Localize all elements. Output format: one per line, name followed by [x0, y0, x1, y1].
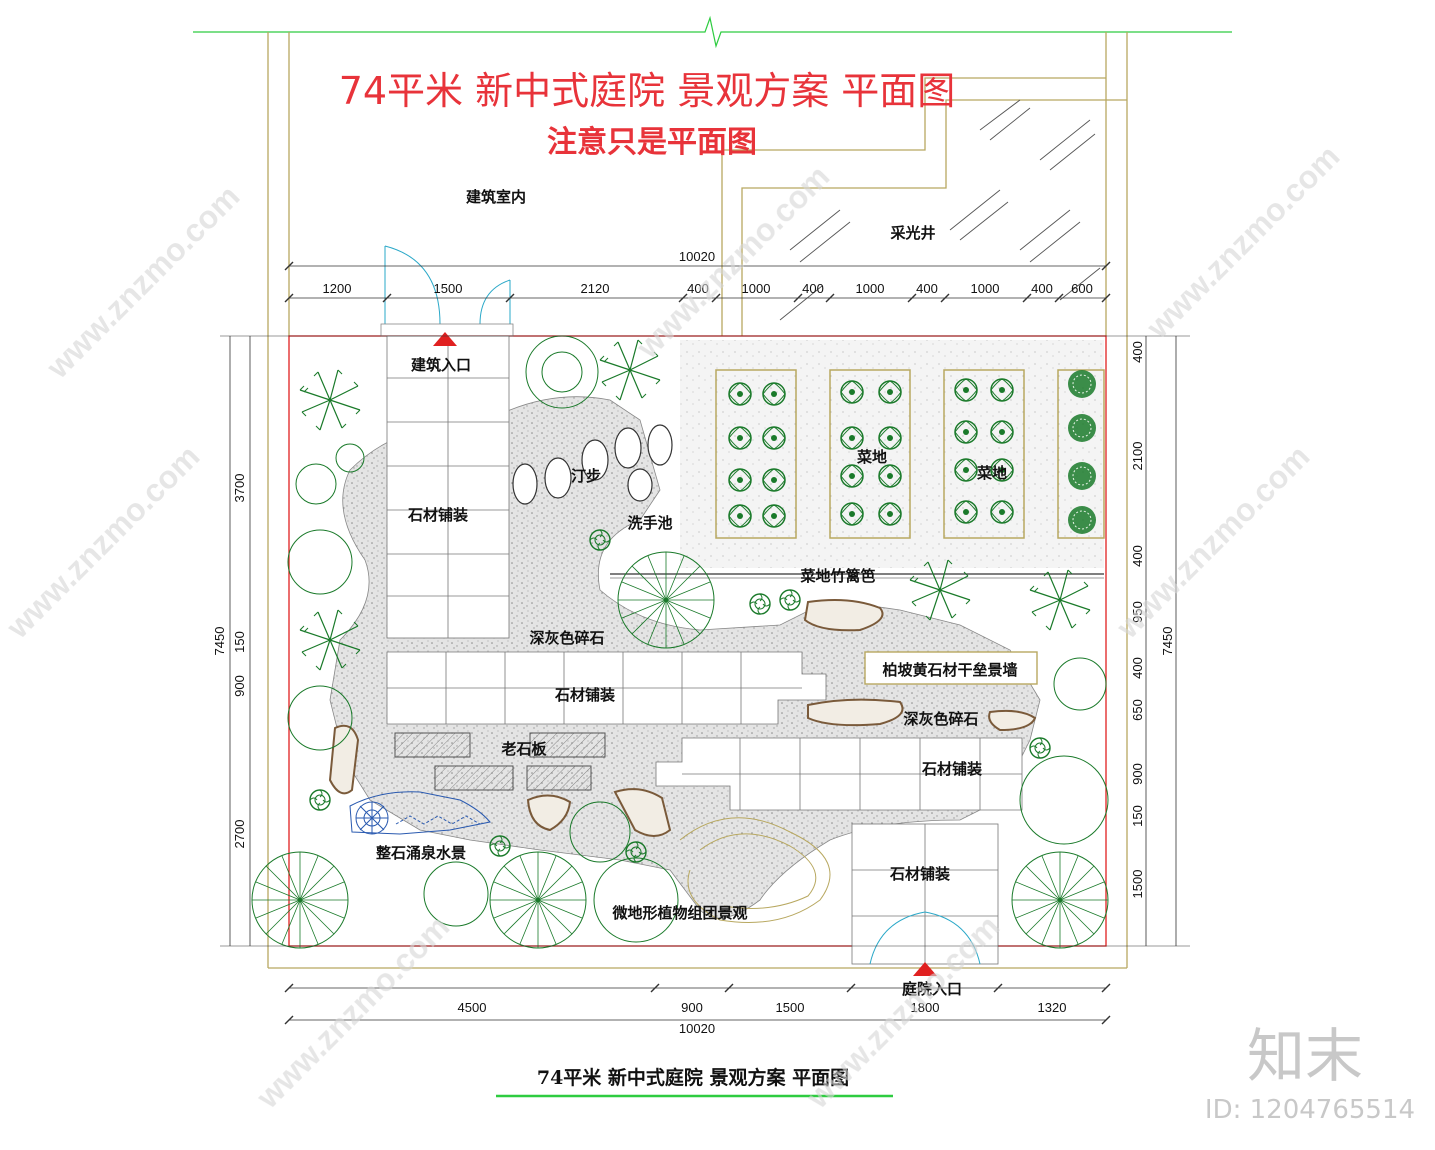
dim-bottom-segment: 1800 — [911, 1000, 940, 1015]
vegetable-area — [680, 340, 1104, 568]
label-dark-gravel-1: 深灰色碎石 — [529, 629, 604, 647]
label-fountain: 整石涌泉水景 — [376, 844, 466, 862]
dim-right-segment: 400 — [1130, 657, 1145, 679]
dim-bottom-segment: 4500 — [458, 1000, 487, 1015]
building-entrance-marker — [433, 332, 457, 346]
stone-paving-3 — [655, 737, 1023, 811]
dim-right-segment: 1500 — [1130, 870, 1145, 899]
dim-right-segment: 400 — [1130, 545, 1145, 567]
plants — [251, 335, 1109, 949]
stone-wall — [864, 651, 1038, 685]
stone-paving-2 — [386, 651, 827, 725]
stone-paving-4 — [851, 823, 999, 965]
watermark-text: www.znzmo.com — [39, 178, 247, 386]
fountain — [349, 791, 491, 835]
top-break-line — [193, 15, 1232, 49]
stone-paving-1 — [386, 335, 510, 639]
dim-top-segment: 1200 — [323, 281, 352, 296]
dim-right-total: 7450 — [1160, 627, 1175, 656]
label-stone-paving-1: 石材铺装 — [407, 506, 469, 524]
dim-right-segment: 400 — [1130, 341, 1145, 363]
dim-left-segment: 2700 — [232, 820, 247, 849]
dim-left-segment: 900 — [232, 675, 247, 697]
dim-bottom-segment: 1500 — [776, 1000, 805, 1015]
watermark-text: www.znzmo.com — [0, 438, 206, 646]
old-stone-slabs — [394, 732, 606, 791]
bottom-title: 74平米 新中式庭院 景观方案 平面图 — [537, 1066, 849, 1089]
label-stone-wall: 柏坡黄石材干垒景墙 — [882, 661, 1017, 679]
label-dark-gravel-2: 深灰色碎石 — [903, 710, 978, 728]
dim-left-segment: 150 — [232, 631, 247, 653]
garden-entrance-marker — [913, 962, 937, 976]
brand-logo: 知末 — [1247, 1022, 1363, 1090]
dim-top-segment: 600 — [1071, 281, 1093, 296]
dim-top-segment: 1000 — [856, 281, 885, 296]
lightwell-hatch — [779, 99, 1101, 321]
dim-top-segment: 400 — [916, 281, 938, 296]
watermark-text: www.znzmo.com — [629, 158, 837, 366]
dim-right-segment: 950 — [1130, 601, 1145, 623]
page-subtitle: 注意只是平面图 — [547, 125, 757, 160]
watermark-text: www.znzmo.com — [1139, 138, 1347, 346]
dim-top-segment: 1000 — [971, 281, 1000, 296]
label-micro-terrain: 微地形植物组团景观 — [611, 904, 747, 922]
dim-bottom-segment: 900 — [681, 1000, 703, 1015]
stepping-stones — [512, 424, 673, 505]
image-id: ID: 1204765514 — [1205, 1095, 1415, 1125]
label-interior: 建筑室内 — [466, 188, 526, 206]
label-building-entrance: 建筑入口 — [411, 356, 471, 374]
dim-top-total: 10020 — [679, 249, 715, 264]
page-title: 74平米 新中式庭院 景观方案 平面图 — [339, 69, 956, 113]
dim-top-segment: 400 — [687, 281, 709, 296]
garden-door — [869, 911, 981, 965]
dim-left-total: 7450 — [212, 627, 227, 656]
label-wash-basin: 洗手池 — [627, 514, 672, 532]
dim-right-segment: 650 — [1130, 699, 1145, 721]
label-stone-paving-2: 石材铺装 — [554, 686, 616, 704]
dimension-lines — [220, 265, 1190, 1021]
dim-top-segment: 1000 — [742, 281, 771, 296]
dim-right-segment: 900 — [1130, 763, 1145, 785]
label-garden-entrance: 庭院入口 — [902, 980, 962, 998]
label-stepping-stones: 汀步 — [571, 467, 601, 485]
label-stone-paving-3: 石材铺装 — [921, 760, 983, 778]
dim-left-segment: 3700 — [232, 474, 247, 503]
dim-top-segment: 400 — [1031, 281, 1053, 296]
label-lightwell: 采光井 — [889, 224, 935, 242]
label-vegetable-plot-1: 菜地 — [856, 448, 887, 466]
dim-bottom-segment: 1320 — [1038, 1000, 1067, 1015]
boulders — [328, 599, 1037, 837]
watermark-text: www.znzmo.com — [249, 908, 457, 1116]
building-door — [384, 245, 511, 325]
dimension-ticks — [284, 261, 1111, 1025]
dim-top-segment: 400 — [802, 281, 824, 296]
dim-bottom-total: 10020 — [679, 1021, 715, 1036]
label-old-slabs: 老石板 — [500, 740, 547, 758]
label-vegetable-plot-2: 菜地 — [976, 464, 1007, 482]
label-stone-paving-4: 石材铺装 — [889, 865, 951, 883]
label-bamboo-fence: 菜地竹篱笆 — [799, 567, 875, 585]
vegetable-beds — [715, 369, 1105, 539]
dim-right-segment: 150 — [1130, 805, 1145, 827]
dim-top-segment: 1500 — [434, 281, 463, 296]
dim-top-segment: 2120 — [581, 281, 610, 296]
dim-right-segment: 2100 — [1130, 442, 1145, 471]
